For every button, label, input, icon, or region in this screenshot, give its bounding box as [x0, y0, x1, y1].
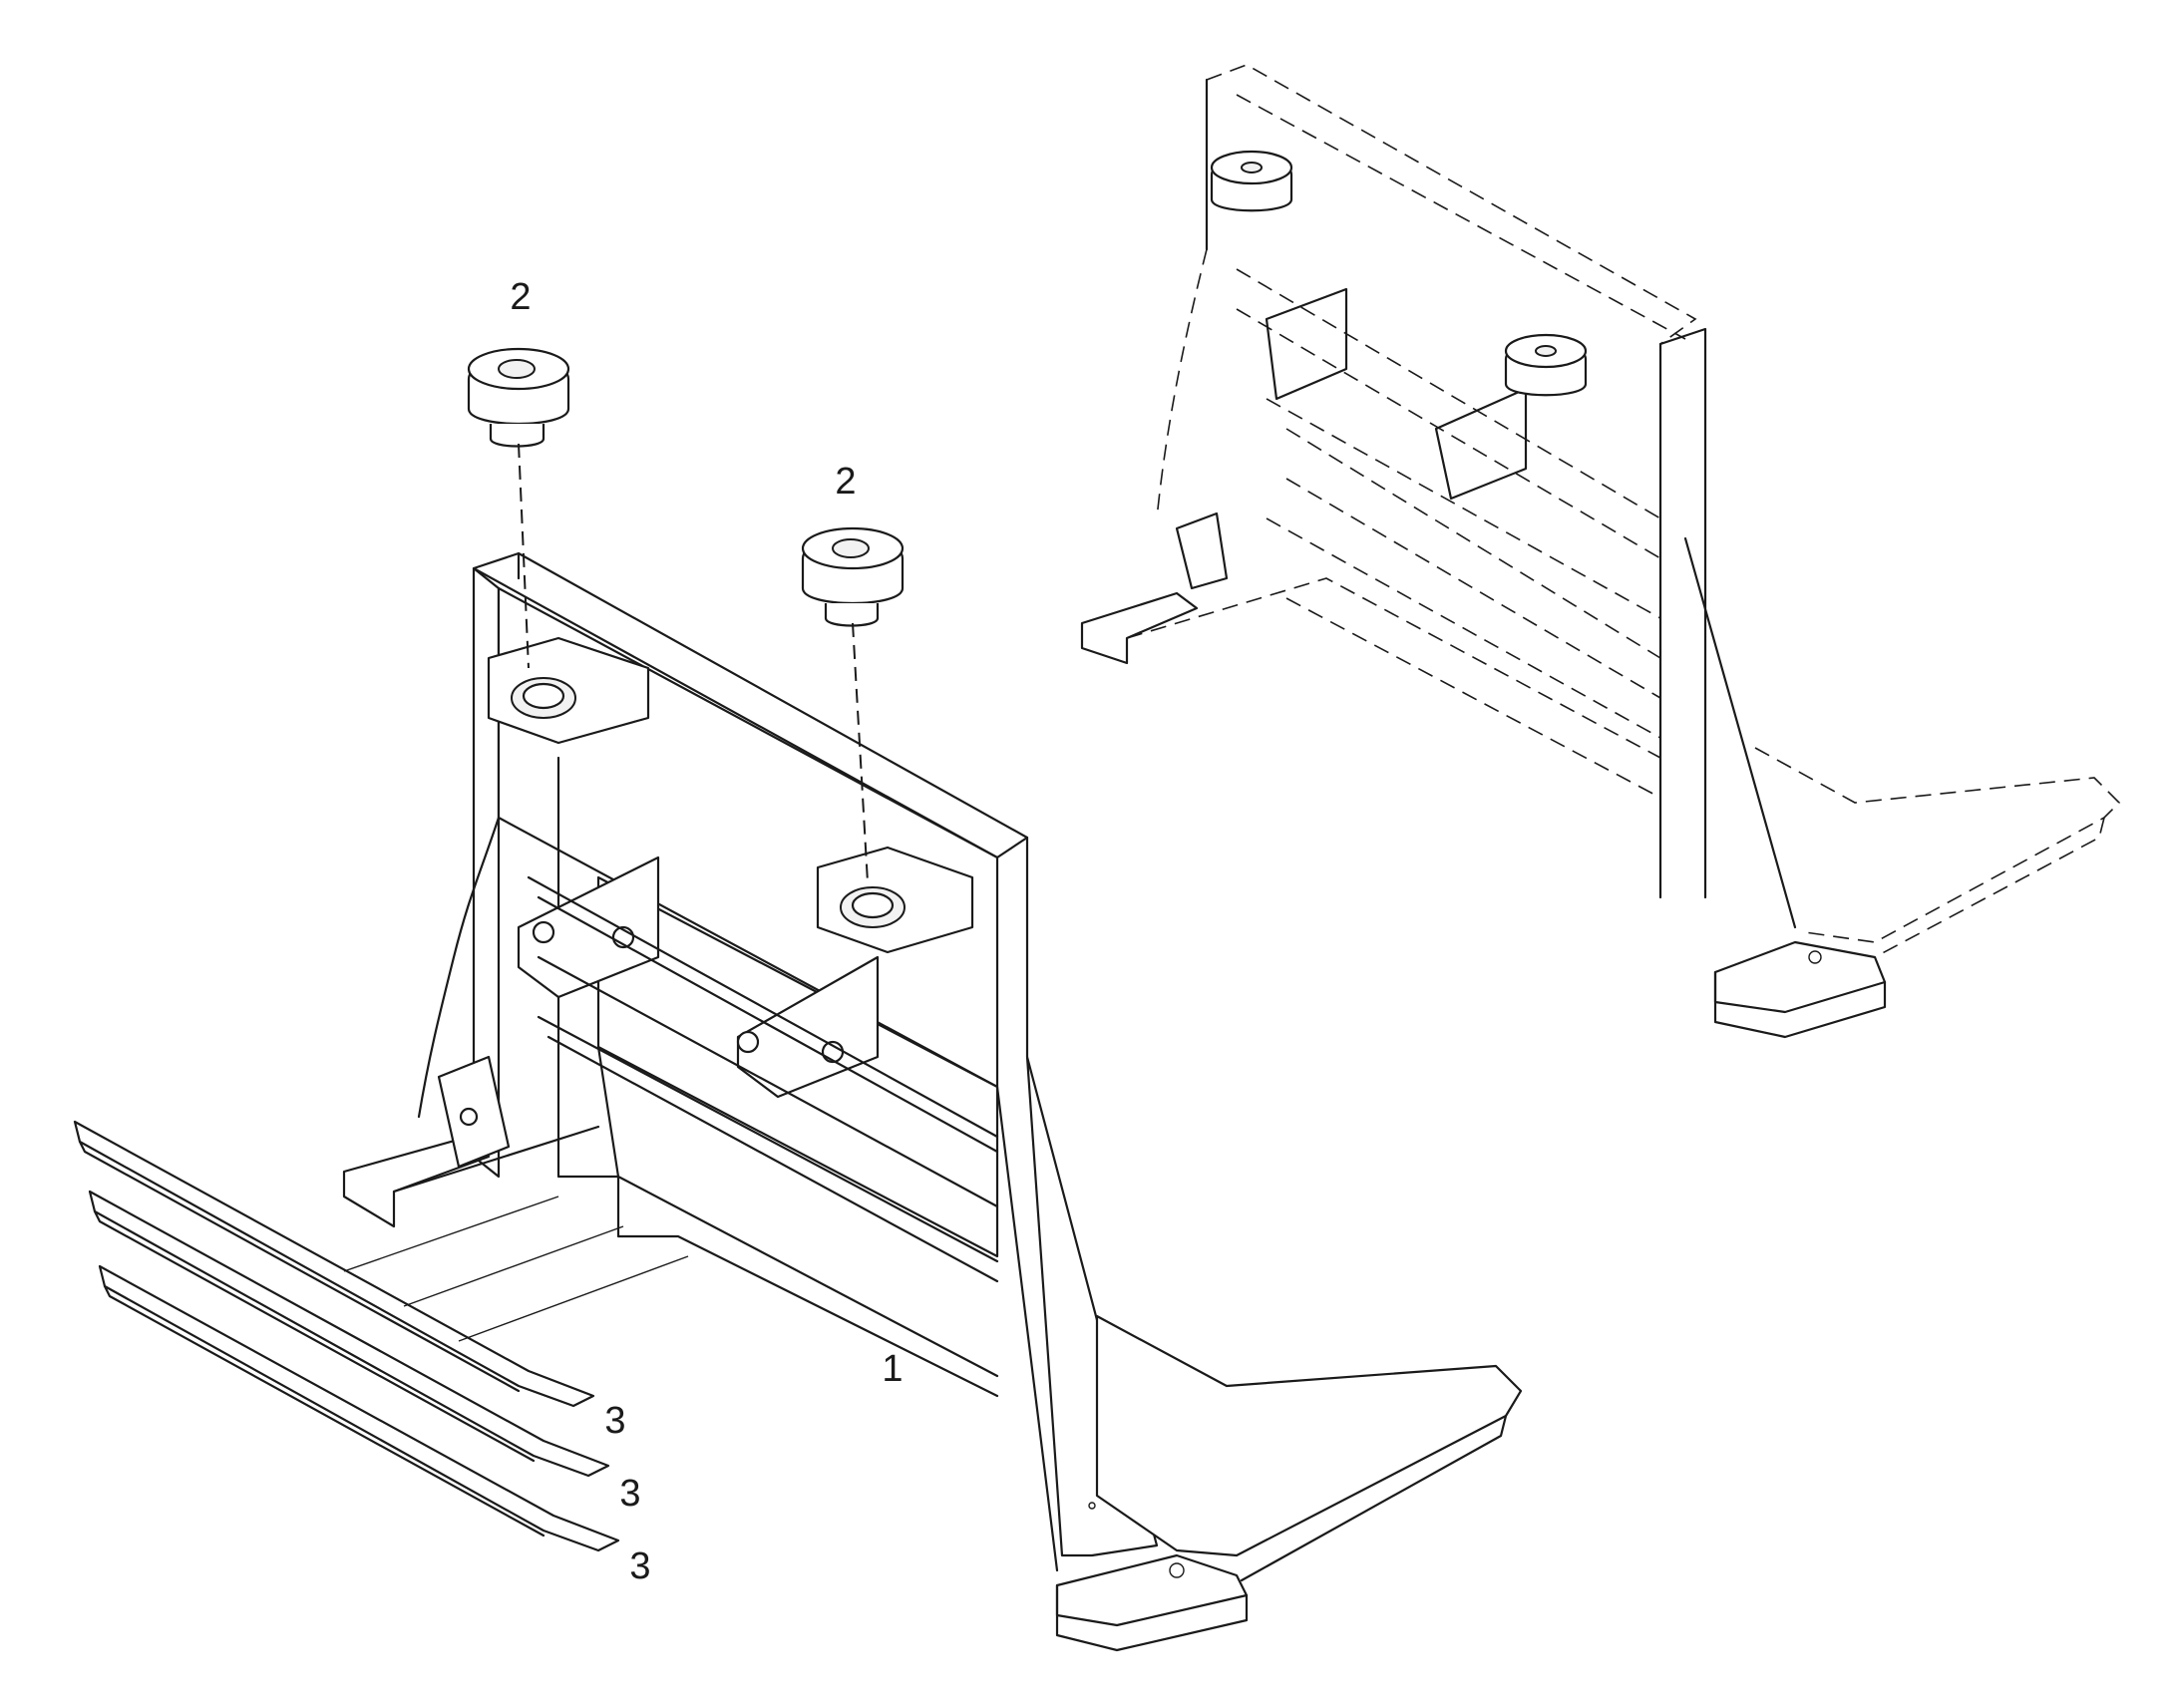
callout-item-1: 1 [882, 1348, 903, 1390]
callout-item-2-left: 2 [510, 276, 531, 318]
main-frame-bracket [342, 551, 1523, 1652]
callout-item-3-middle: 3 [619, 1473, 640, 1515]
callout-item-3-bottom: 3 [629, 1545, 650, 1587]
slide-rails [73, 1120, 689, 1552]
rubber-mount-right [801, 526, 905, 627]
rubber-mount-left [467, 347, 570, 448]
callout-item-2-right: 2 [835, 461, 856, 503]
assembled-reference-view [1080, 64, 2121, 1039]
callout-item-3-top: 3 [604, 1400, 625, 1442]
mount-leader-left [518, 443, 530, 669]
